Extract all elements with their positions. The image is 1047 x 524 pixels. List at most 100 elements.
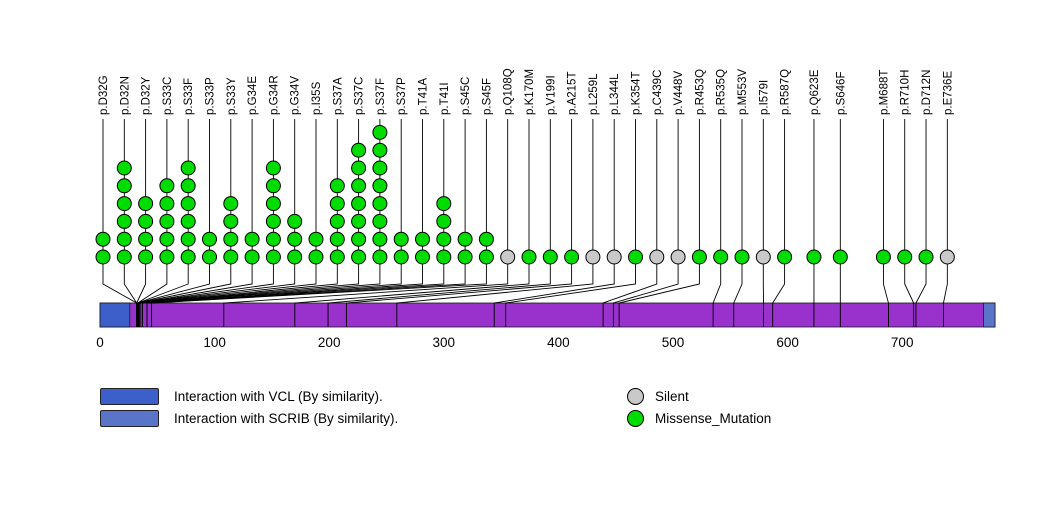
mutation-circle xyxy=(436,213,452,229)
mutation-circle xyxy=(351,231,367,247)
mutation-label: p.I579I xyxy=(758,80,770,115)
mutation-label: p.T41A xyxy=(418,78,430,115)
mutation-circle xyxy=(180,196,196,212)
mutation-label: p.S45F xyxy=(481,78,493,115)
vcl-domain-label: Interaction with VCL (By similarity). xyxy=(174,388,383,404)
mutation-circle xyxy=(265,249,281,265)
axis-tick-label: 500 xyxy=(662,335,685,350)
connector-line xyxy=(612,119,679,327)
mutation-circle xyxy=(649,249,665,265)
mutation-label: p.K170M xyxy=(524,69,536,115)
mutation-label: p.S33C xyxy=(162,77,174,115)
connector-line xyxy=(141,119,402,327)
mutation-circle xyxy=(265,213,281,229)
mutation-label: p.V199I xyxy=(545,75,557,115)
mutation-circle xyxy=(372,178,388,194)
connector-line xyxy=(396,119,594,327)
mutation-circle xyxy=(372,231,388,247)
mutation-circle xyxy=(265,231,281,247)
scrib-domain-label: Interaction with SCRIB (By similarity). xyxy=(174,410,399,426)
mutation-circle xyxy=(351,142,367,158)
mutation-circle xyxy=(606,249,622,265)
mutation-circle xyxy=(372,213,388,229)
mutation-circle xyxy=(372,142,388,158)
mutation-circle xyxy=(755,249,771,265)
connector-line xyxy=(882,119,889,327)
connector-line xyxy=(327,119,551,327)
protein-backbone xyxy=(99,302,996,328)
mutation-circle xyxy=(372,249,388,265)
mutation-circle xyxy=(329,213,345,229)
mutation-circle xyxy=(138,213,154,229)
mutation-circle xyxy=(436,196,452,212)
scrib-domain-segment xyxy=(983,302,996,328)
mutation-circle xyxy=(159,178,175,194)
mutation-label: p.G34R xyxy=(268,75,280,115)
domain-legend: Interaction with VCL (By similarity). In… xyxy=(100,385,398,429)
mutation-circle xyxy=(223,231,239,247)
mutation-circle xyxy=(329,231,345,247)
legend-item-scrib: Interaction with SCRIB (By similarity). xyxy=(100,407,398,429)
mutation-label: p.K354T xyxy=(631,72,643,115)
connector-line xyxy=(151,119,487,327)
mutation-circle xyxy=(116,249,132,265)
mutation-label: p.V448V xyxy=(673,71,685,115)
mutation-circle xyxy=(265,160,281,176)
mutation-circle xyxy=(202,231,217,247)
mutation-circle xyxy=(939,249,955,265)
mutation-circle xyxy=(138,249,154,265)
mutation-circle xyxy=(521,249,537,265)
axis-tick-label: 300 xyxy=(433,335,456,350)
mutation-circle xyxy=(265,178,281,194)
mutation-circle xyxy=(287,249,303,265)
axis-tick-label: 0 xyxy=(96,335,104,350)
mutation-label: p.Q623E xyxy=(809,69,821,115)
mutation-circle xyxy=(372,124,388,140)
mutation-circle xyxy=(95,249,111,265)
mutation-circle xyxy=(244,249,260,265)
mutation-circle xyxy=(734,249,750,265)
mutation-label: p.L259L xyxy=(588,73,600,115)
connector-line xyxy=(602,119,658,327)
mutation-circle xyxy=(457,249,473,265)
connector-line xyxy=(223,119,509,327)
connector-line xyxy=(505,119,636,327)
axis-tick-label: 200 xyxy=(318,335,341,350)
mutation-circle xyxy=(180,213,196,229)
connector-line xyxy=(618,119,700,327)
mutation-circle xyxy=(351,196,367,212)
mutation-circle xyxy=(244,231,260,247)
legend-item-vcl: Interaction with VCL (By similarity). xyxy=(100,385,398,407)
mutation-circle xyxy=(415,249,430,265)
mutation-label: p.E736E xyxy=(942,71,954,115)
mutation-circle xyxy=(393,249,409,265)
mutation-circle xyxy=(159,231,175,247)
mutation-circle xyxy=(223,213,239,229)
mutation-circle xyxy=(457,231,473,247)
connector-line xyxy=(733,119,743,327)
mutation-label: p.L344L xyxy=(609,73,621,115)
mutation-circle xyxy=(875,249,891,265)
mutation-circle xyxy=(116,213,132,229)
mutation-circle xyxy=(116,231,132,247)
mutation-circle xyxy=(351,249,367,265)
mutation-circle xyxy=(180,178,196,194)
legend-item-missense: Missense_Mutation xyxy=(622,407,771,429)
mutation-circle xyxy=(628,249,643,265)
connector-line xyxy=(345,119,573,327)
mutation-label: p.D32N xyxy=(119,76,131,115)
axis-tick-label: 400 xyxy=(547,335,570,350)
mutation-label: p.S33F xyxy=(183,78,195,115)
mutation-circle xyxy=(351,160,367,176)
mutation-circle xyxy=(691,249,707,265)
mutation-label: p.S33Y xyxy=(226,77,238,115)
connector-line xyxy=(772,119,786,327)
mutation-circle xyxy=(500,249,516,265)
mutation-label: p.D32G xyxy=(98,75,110,115)
mutation-circle xyxy=(478,231,494,247)
mutation-label: p.G34E xyxy=(247,76,259,115)
mutation-circle xyxy=(95,231,111,247)
axis-tick-label: 700 xyxy=(891,335,914,350)
legend-item-silent: Silent xyxy=(622,385,771,407)
mutation-circle xyxy=(415,231,430,247)
